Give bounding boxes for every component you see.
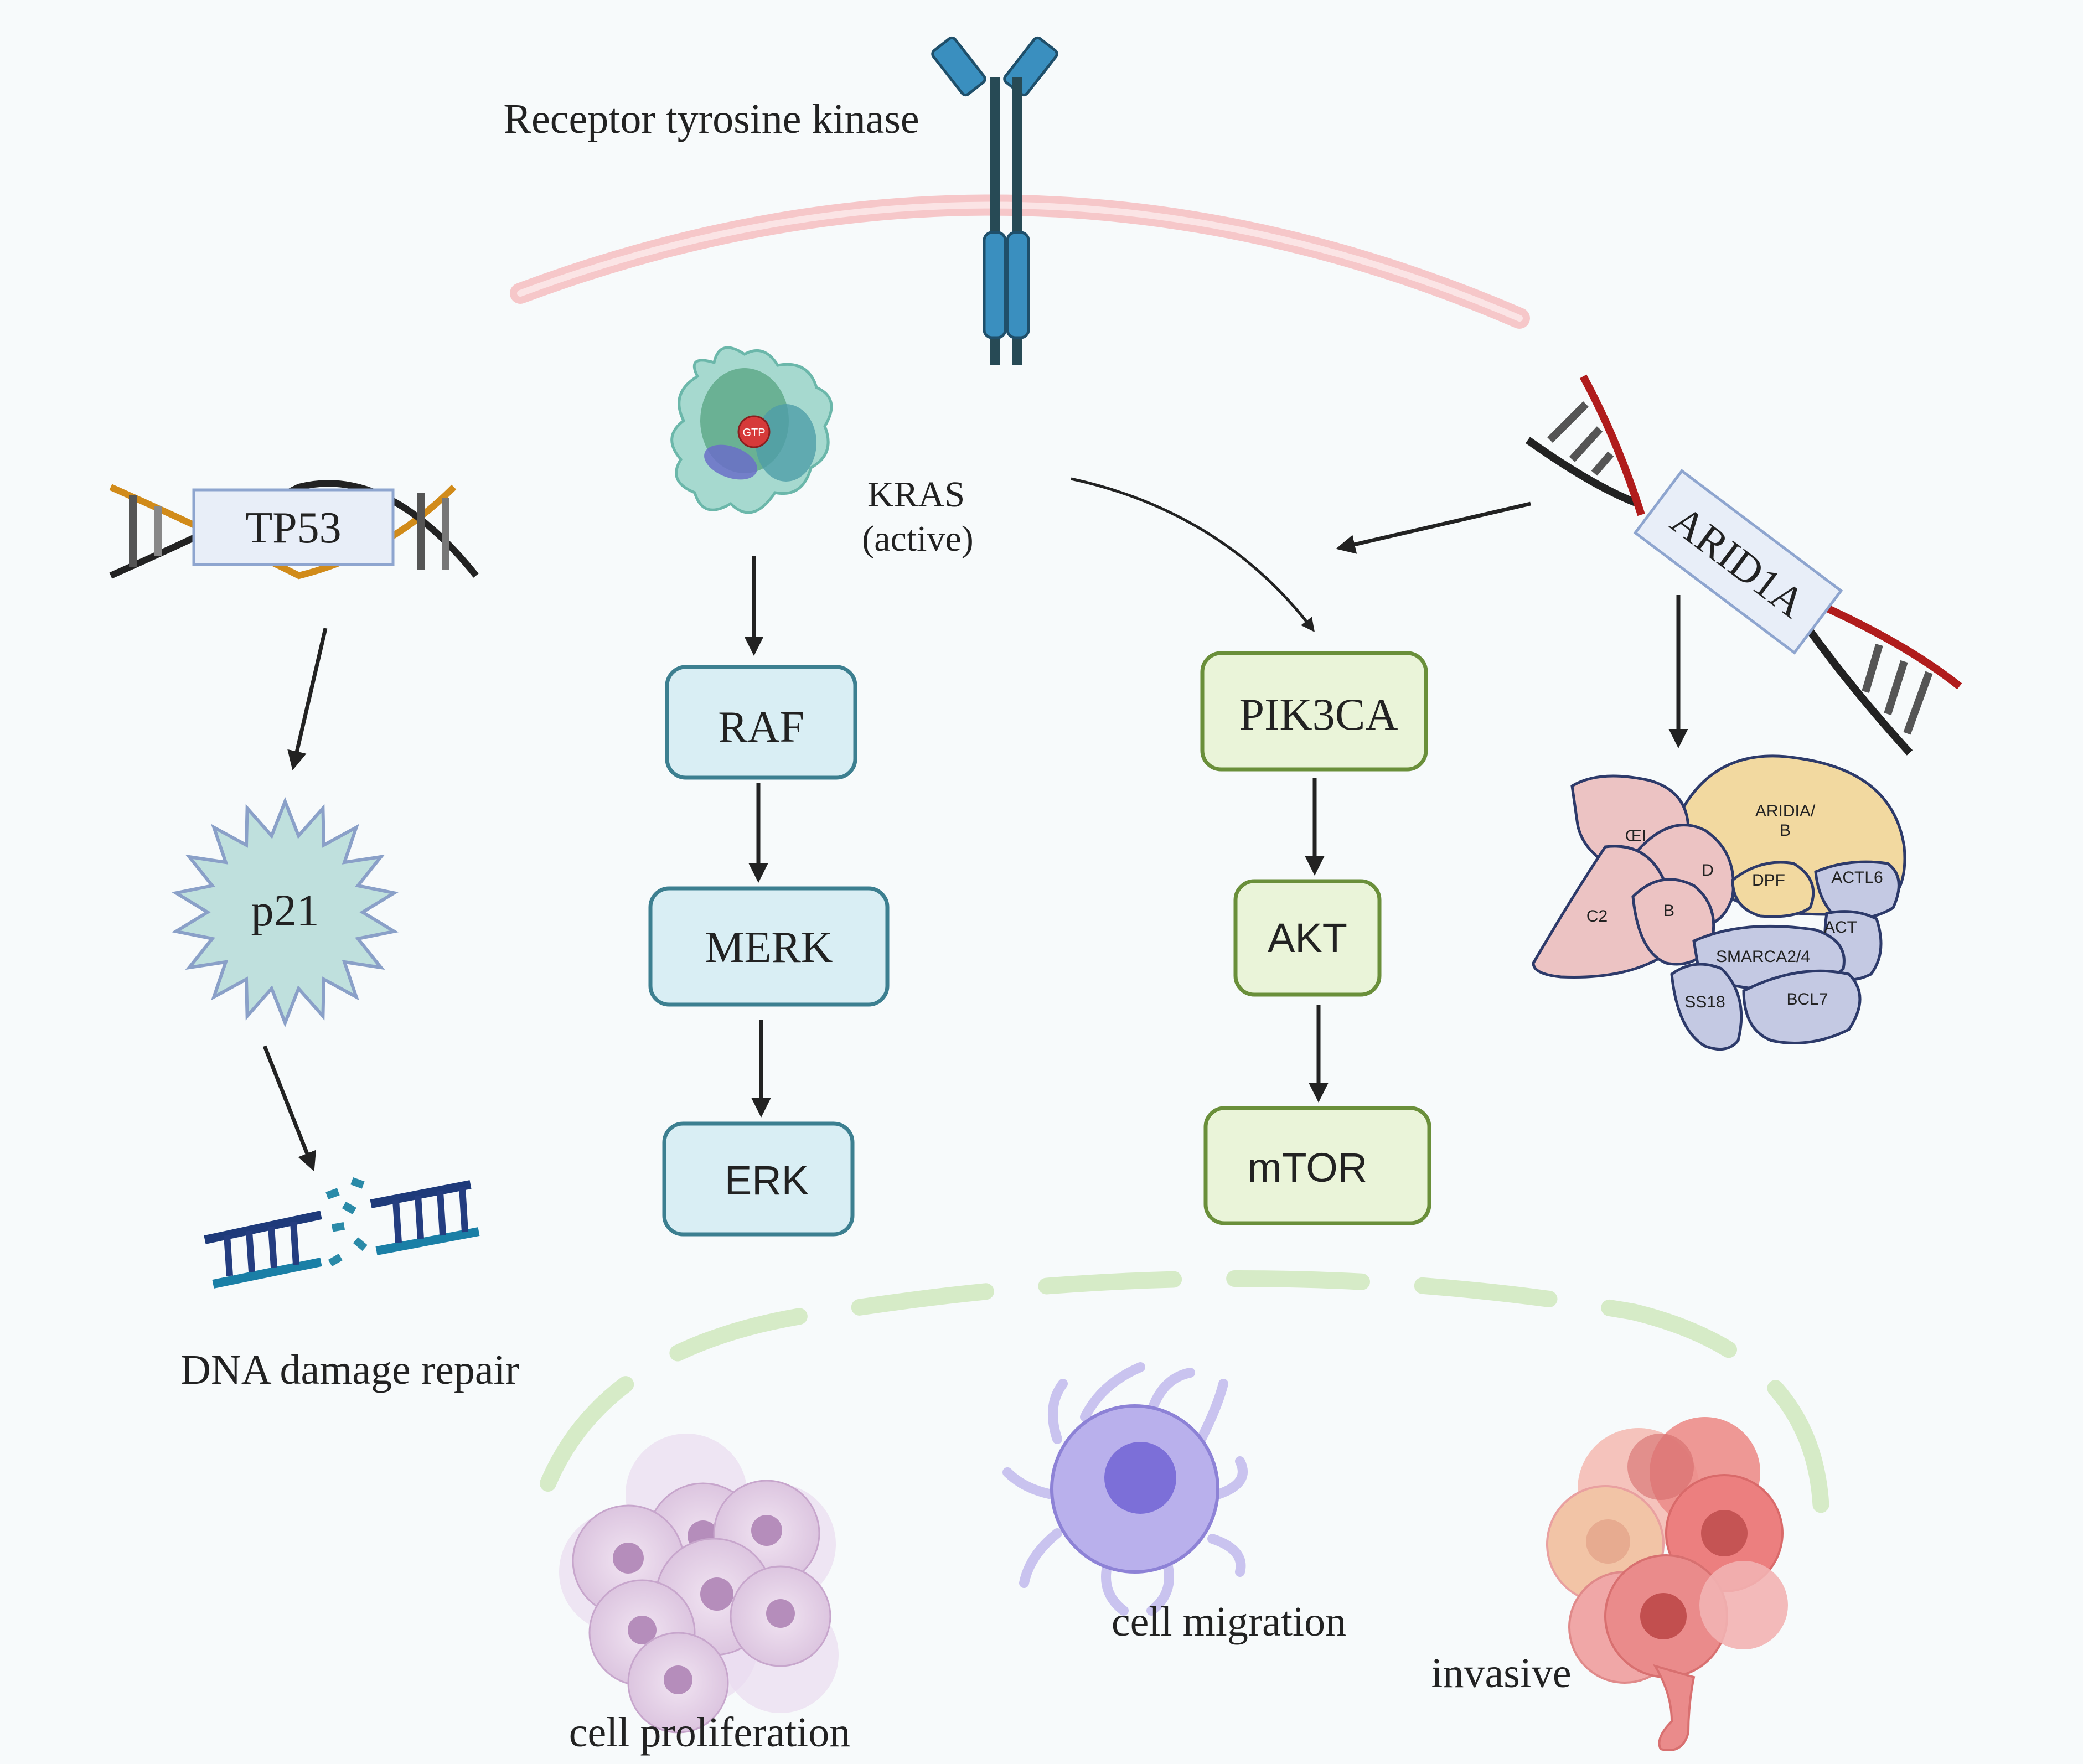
arrow-p21-dna <box>262 1045 316 1172</box>
arrow-tp53-p21 <box>287 628 328 770</box>
swisnf-sub-c2: C2 <box>1586 907 1608 925</box>
broken-dna-icon <box>204 1177 480 1289</box>
dna-repair-label: DNA damage repair <box>180 1347 519 1393</box>
arrow-kras-pik3ca <box>1071 477 1315 632</box>
swisnf-sub-act: ACT <box>1824 918 1857 937</box>
nuclear-membrane <box>540 1270 1829 1519</box>
swisnf-complex-icon: ARIDIA/ B ŒI D DPF ACTL6 C2 B ACT SMARCA… <box>1532 754 1906 1051</box>
kras-label: KRAS <box>867 474 965 515</box>
tp53-label: TP53 <box>245 504 341 552</box>
p21-label: p21 <box>251 885 319 935</box>
merk-label: MERK <box>705 923 833 972</box>
swisnf-aridia-b: B <box>1780 821 1791 840</box>
swisnf-sub-ei: ŒI <box>1625 827 1646 845</box>
pik3ca-label: PIK3CA <box>1239 689 1398 739</box>
erk-node <box>662 1121 855 1237</box>
mtor-label: mTOR <box>1248 1145 1368 1191</box>
swisnf-sub-dpf: DPF <box>1752 871 1785 889</box>
swisnf-aridia: ARIDIA/ <box>1755 802 1816 820</box>
swisnf-sub-b: B <box>1663 902 1674 920</box>
cell-migration-icon <box>1002 1362 1248 1616</box>
arid1a-dna-icon <box>1525 374 1962 756</box>
kras-protein-icon: GTP <box>670 346 833 514</box>
swisnf-sub-smarca: SMARCA2/4 <box>1716 948 1810 966</box>
invasive-cells-icon <box>1546 1417 1788 1751</box>
erk-label: ERK <box>725 1157 809 1203</box>
cell-proliferation-icon <box>559 1434 839 1734</box>
tp53-dna-icon <box>109 480 479 580</box>
kras-active-label: (active) <box>862 519 974 559</box>
arrow-arid1a-pik3ca <box>1336 501 1531 554</box>
raf-label: RAF <box>718 703 804 752</box>
p21-icon <box>171 796 399 1028</box>
merk-node <box>648 886 890 1007</box>
invasive-label: invasive <box>1431 1650 1571 1696</box>
receptor-tyrosine-kinase-icon <box>931 36 1058 365</box>
mtor-node <box>1203 1106 1431 1225</box>
swisnf-sub-d: D <box>1702 861 1714 880</box>
cell-proliferation-label: cell proliferation <box>569 1709 851 1756</box>
akt-label: AKT <box>1268 915 1347 961</box>
akt-node <box>1233 879 1382 997</box>
cell-migration-label: cell migration <box>1112 1599 1346 1645</box>
swisnf-sub-actl6: ACTL6 <box>1831 868 1883 887</box>
tp53-box <box>192 488 395 566</box>
arid1a-box <box>1633 469 1843 655</box>
pik3ca-node <box>1200 651 1428 772</box>
swisnf-sub-ss18: SS18 <box>1684 993 1725 1011</box>
raf-node <box>665 665 857 780</box>
swisnf-sub-bcl7: BCL7 <box>1786 990 1828 1008</box>
gtp-label: GTP <box>742 427 765 439</box>
cell-membrane <box>510 194 1530 329</box>
receptor-label: Receptor tyrosine kinase <box>503 96 919 142</box>
